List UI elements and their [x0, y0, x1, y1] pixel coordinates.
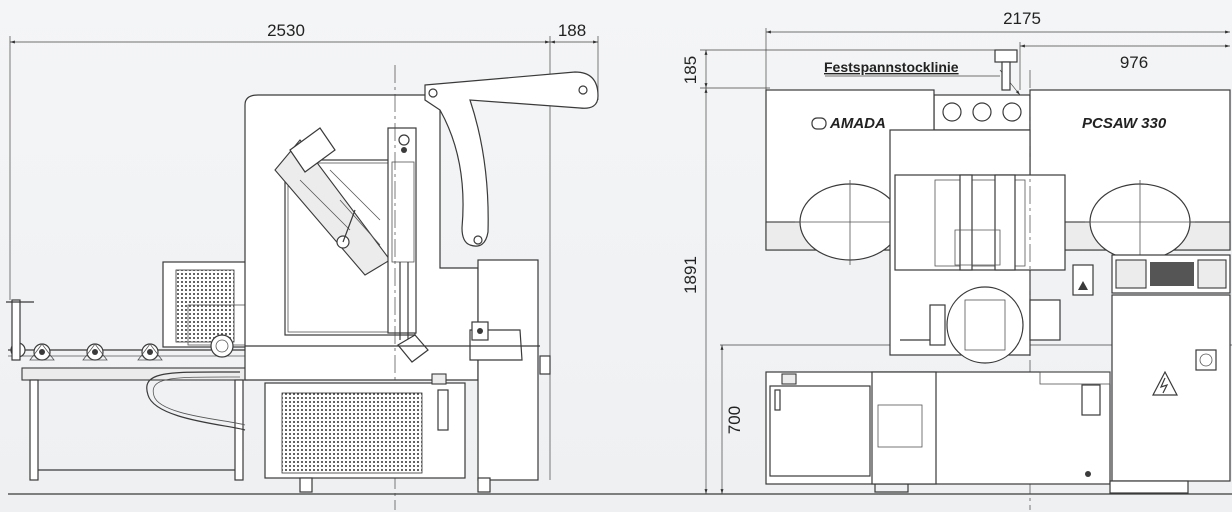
dim-label-total-height: 1891: [681, 256, 700, 294]
front-view: [700, 28, 1232, 510]
feed-table: [21, 367, 248, 381]
dim-label-top-extension: 185: [681, 56, 700, 84]
dim-label-table-height: 700: [725, 406, 744, 434]
dim-label-side-overhang: 188: [558, 21, 586, 40]
brand-logo-pcsaw: PCSAW 330: [1082, 115, 1167, 132]
side-view: [6, 36, 599, 510]
reference-line-label: Festspannstocklinie: [824, 59, 959, 75]
dim-label-side-length: 2530: [267, 21, 305, 40]
conveyor-rollers: [10, 342, 163, 361]
brand-logo-amada: AMADA: [829, 115, 886, 132]
dim-label-front-right: 976: [1120, 53, 1148, 72]
swing-arm: [424, 71, 599, 247]
dim-label-front-width: 2175: [1003, 9, 1041, 28]
